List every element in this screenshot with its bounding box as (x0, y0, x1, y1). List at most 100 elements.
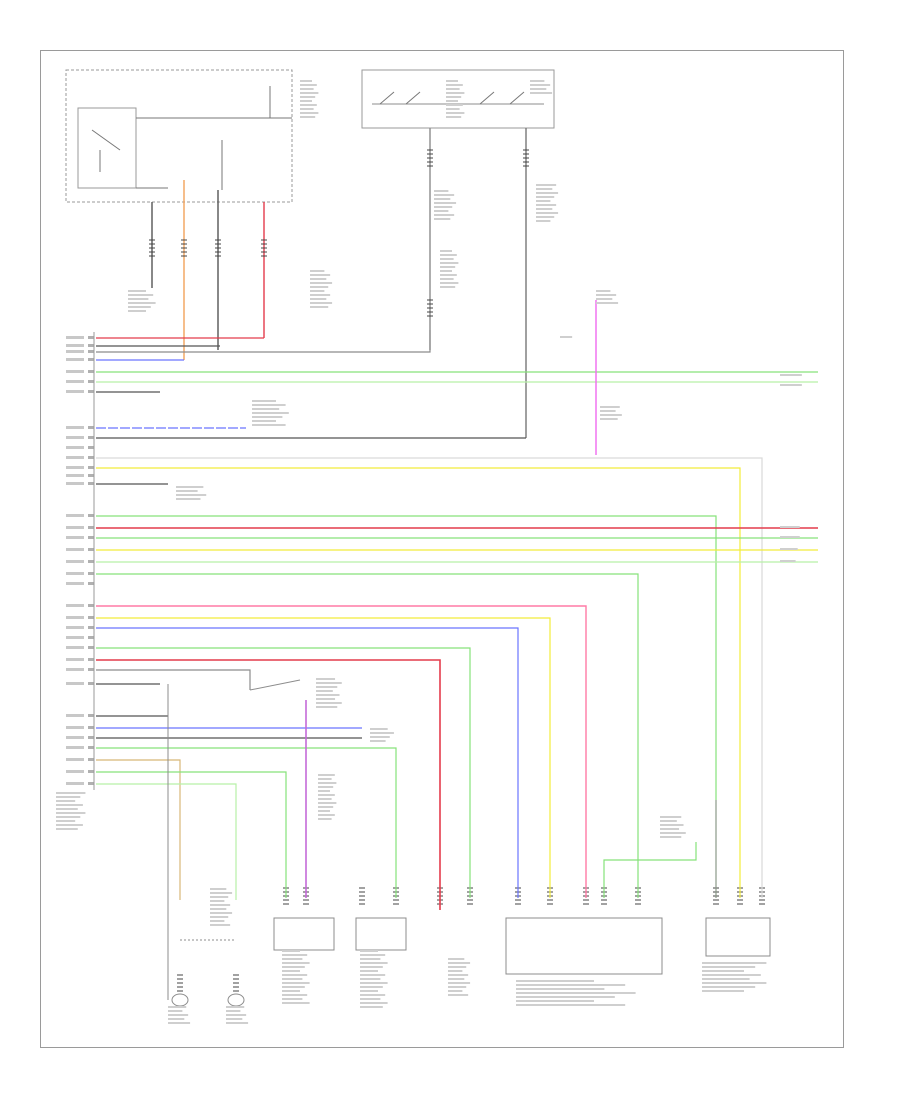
fine-print-line (780, 560, 796, 562)
fine-print-line (448, 978, 465, 980)
pin-number (88, 474, 94, 477)
fine-print-line (448, 982, 471, 984)
fine-print-line (434, 214, 455, 216)
fine-print-line (536, 184, 557, 186)
pin-label (66, 714, 84, 717)
fine-print-line (446, 80, 458, 82)
pin-number (88, 616, 94, 619)
pin-number (88, 714, 94, 717)
fine-print-line (282, 986, 305, 988)
fine-print-line (300, 92, 319, 94)
pin-label (66, 668, 84, 671)
pin-number (88, 604, 94, 607)
fine-print-line (310, 278, 327, 280)
pin-label (66, 526, 84, 529)
pin-number (88, 456, 94, 459)
fine-print-line (448, 994, 469, 996)
pin-label (66, 436, 84, 439)
fine-print-line (448, 970, 463, 972)
fine-print-line (536, 216, 555, 218)
fine-print-line (434, 202, 457, 204)
fine-print-line (536, 200, 551, 202)
fine-print-line (446, 104, 463, 106)
pin-number (88, 646, 94, 649)
fine-print-line (446, 116, 462, 118)
pin-number (88, 758, 94, 761)
pin-label (66, 626, 84, 629)
top-center-switch (361, 69, 555, 129)
fine-print-line (560, 336, 573, 338)
pin-label (66, 456, 84, 459)
pin-label (66, 474, 84, 477)
pin-label (66, 466, 84, 469)
fine-print-line (226, 1018, 243, 1020)
pin-number (88, 350, 94, 353)
fine-print-line (780, 536, 800, 538)
fine-print-line (440, 266, 456, 268)
fine-print-line (56, 828, 78, 830)
fine-print-line (516, 1000, 594, 1002)
fine-print-line (440, 262, 459, 264)
fine-print-line (282, 1002, 310, 1004)
fine-print-line (516, 984, 626, 986)
fine-print-line (702, 990, 744, 992)
pin-number (88, 526, 94, 529)
fine-print-line (530, 84, 551, 86)
fine-print-line (282, 978, 303, 980)
fine-print-line (448, 974, 469, 976)
pin-number (88, 426, 94, 429)
pin-number (88, 514, 94, 517)
fine-print-line (446, 88, 460, 90)
fine-print-line (318, 794, 335, 796)
fine-print-line (176, 486, 204, 488)
fine-print-line (370, 740, 386, 742)
fine-print-line (600, 410, 616, 412)
fine-print-line (360, 954, 386, 956)
fine-print-line (316, 698, 336, 700)
fine-print-line (226, 1010, 241, 1012)
fine-print-line (596, 298, 613, 300)
fine-print-line (318, 778, 332, 780)
fine-print-line (660, 832, 686, 834)
fine-print-line (600, 406, 620, 408)
fine-print-line (56, 820, 76, 822)
pin-number (88, 736, 94, 739)
fine-print-line (596, 294, 617, 296)
fine-print-line (446, 100, 458, 102)
fine-print-line (56, 812, 86, 814)
pin-label (66, 736, 84, 739)
pin-label (66, 782, 84, 785)
fine-print-line (310, 282, 333, 284)
fine-print-line (596, 302, 619, 304)
fine-print-line (596, 290, 611, 292)
fine-print-line (318, 814, 335, 816)
fine-print-line (446, 108, 460, 110)
fine-print-line (516, 996, 615, 998)
fine-print-line (252, 424, 286, 426)
fine-print-line (360, 958, 381, 960)
fine-print-line (434, 206, 453, 208)
pin-number (88, 682, 94, 685)
fine-print-line (176, 494, 207, 496)
fine-print-line (318, 786, 334, 788)
pin-label (66, 336, 84, 339)
fine-print-line (282, 994, 308, 996)
fine-print-line (360, 994, 386, 996)
fine-print-line (780, 526, 800, 528)
connector-marks (149, 149, 765, 992)
fine-print-line (446, 112, 465, 114)
fine-print-line (226, 1006, 245, 1008)
fine-print-line (370, 736, 390, 738)
fine-print-line (210, 920, 225, 922)
pin-number (88, 548, 94, 551)
pin-label (66, 358, 84, 361)
fine-print-line (128, 310, 146, 312)
fine-print-line (300, 112, 319, 114)
pin-label (66, 658, 84, 661)
pin-label (66, 560, 84, 563)
pin-number (88, 390, 94, 393)
fine-print-line (448, 958, 465, 960)
fine-print-line (360, 986, 383, 988)
fine-print-line (210, 896, 229, 898)
